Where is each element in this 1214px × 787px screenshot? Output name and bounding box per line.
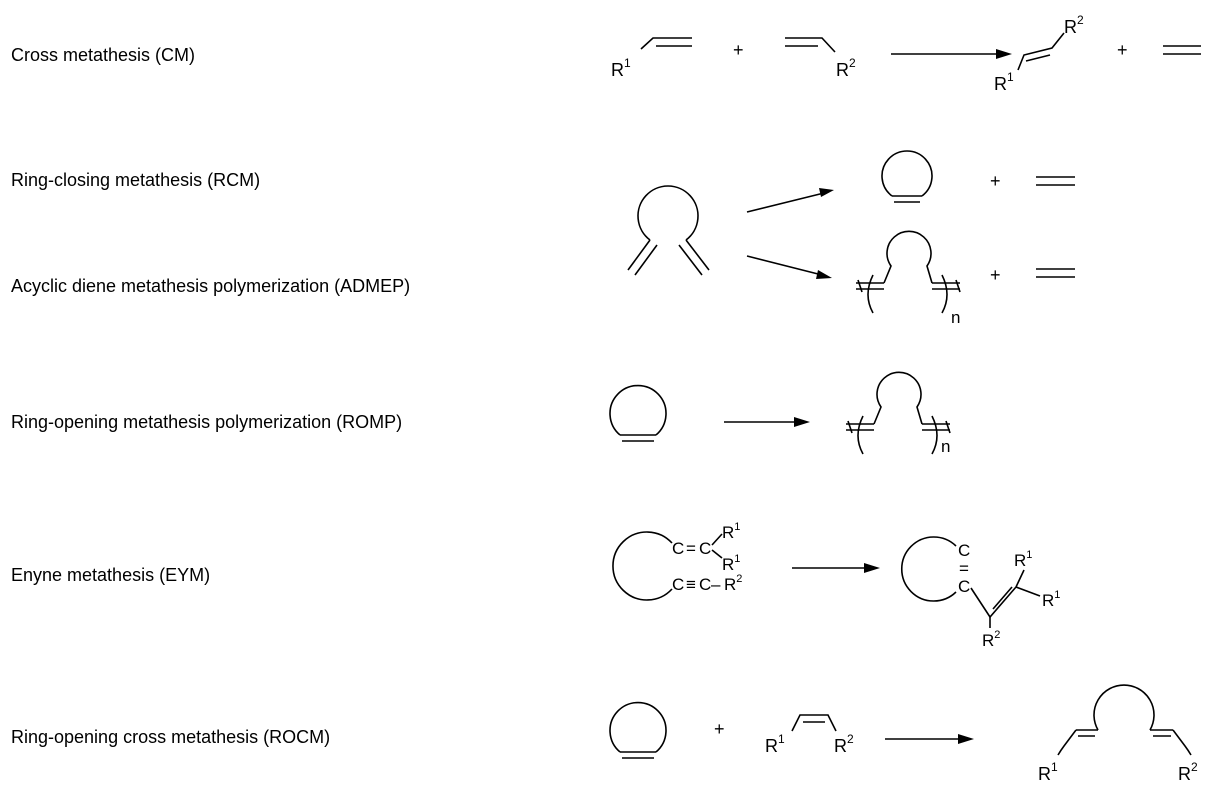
reaction-arrow-rcm [746, 188, 834, 213]
r-label: R1 [994, 70, 1014, 94]
enyne-substrate: C = C R1 R1 C ≡ C – R2 [612, 521, 742, 601]
repeat-unit [873, 371, 923, 425]
bond [1015, 569, 1025, 588]
wavy-bond [1057, 729, 1077, 756]
reaction-label-rocm: Ring-opening cross metathesis (ROCM) [11, 727, 331, 747]
bond [1025, 54, 1051, 62]
ring-carbon: C [958, 577, 970, 596]
r-label: R2 [1178, 760, 1198, 784]
paren-right [931, 415, 938, 455]
bond [711, 533, 723, 546]
vinyl-bond [685, 239, 710, 271]
diene-product: C = C R2 R1 R1 [900, 536, 1060, 650]
plus-sign: + [1117, 40, 1128, 60]
r-label: R2 [982, 629, 1000, 650]
reaction-arrow-admep [746, 255, 832, 279]
plus-sign: + [714, 719, 725, 739]
r-label: R2 [1064, 13, 1084, 37]
plus-sign: + [733, 40, 744, 60]
reaction-label-cm: Cross metathesis (CM) [11, 45, 196, 65]
r-label: R1 [765, 732, 785, 756]
cis-olefin: R1 R2 [765, 714, 854, 756]
vinyl-bond [678, 244, 703, 276]
plus-sign: + [990, 171, 1001, 191]
repeat-n: n [941, 437, 950, 456]
vinyl-bond [627, 239, 651, 271]
admep-polymer: n [856, 230, 961, 327]
r-label: R2 [724, 573, 742, 594]
alkyne-carbon: C [672, 575, 684, 594]
paren-left [867, 274, 874, 314]
ring-double-bond: = [959, 559, 969, 578]
end-mark [847, 420, 853, 434]
olefin-r2: R2 [785, 37, 856, 80]
cycloalkene-substrate [609, 701, 667, 759]
bond [1015, 586, 1041, 597]
diene-substrate [627, 185, 710, 276]
ethylene [1163, 45, 1201, 55]
reaction-label-eym: Enyne metathesis (EYM) [11, 565, 211, 585]
scheme-rcm-admep: + n + [627, 150, 1075, 327]
product-internal-olefin: R2 R1 [994, 13, 1084, 94]
ring-arc [900, 536, 957, 602]
repeat-n: n [951, 308, 960, 327]
alkene-carbon: C [672, 539, 684, 558]
cycloalkene-substrate [609, 384, 667, 442]
r-label: R1 [1038, 760, 1058, 784]
bond [640, 37, 692, 50]
ring-arc [609, 384, 667, 436]
romp-polymer: n [846, 371, 951, 456]
r-label: R2 [834, 732, 854, 756]
tether-arc [637, 185, 699, 241]
r-label: R1 [722, 521, 740, 542]
r-label: R1 [722, 553, 740, 574]
alkyne-carbon: C [699, 575, 711, 594]
repeat-unit [883, 230, 933, 284]
reaction-arrow [885, 734, 974, 744]
wavy-bond [1172, 729, 1192, 756]
olefin-r1: R1 [611, 37, 692, 80]
r-label: R1 [1042, 589, 1060, 610]
rocm-product: R1 R2 [1038, 684, 1198, 784]
cycloalkene-product [881, 150, 933, 203]
bond [1017, 32, 1065, 71]
ring-arc [1093, 684, 1155, 731]
scheme-cm: R1 + R2 R2 R1 + [611, 13, 1201, 94]
vinyl-bond [634, 244, 658, 276]
ethylene [1036, 176, 1075, 186]
double-bond: = [686, 539, 696, 558]
reaction-label-rcm: Ring-closing metathesis (RCM) [11, 170, 261, 190]
bond [711, 549, 723, 559]
ring-carbon: C [958, 541, 970, 560]
reaction-arrow [792, 563, 880, 573]
r-label: R2 [836, 56, 856, 80]
ring-arc [881, 150, 933, 197]
r-label: R1 [611, 56, 631, 80]
scheme-eym: C = C R1 R1 C ≡ C – R2 C = C R2 R [612, 521, 1060, 650]
reaction-arrow [891, 49, 1012, 59]
triple-bond: ≡ [686, 575, 696, 594]
scheme-romp: n [609, 371, 951, 456]
tether-arc [612, 531, 673, 601]
end-mark [955, 279, 961, 293]
single-bond: – [711, 575, 721, 594]
bond [785, 37, 836, 53]
reaction-label-romp: Ring-opening metathesis polymerization (… [11, 412, 403, 432]
ring-arc [609, 701, 667, 753]
paren-left [857, 415, 864, 455]
bond [992, 586, 1013, 610]
end-mark [857, 279, 863, 293]
reaction-label-admep: Acyclic diene metathesis polymerization … [11, 276, 411, 296]
reaction-arrow [724, 417, 810, 427]
alkene-carbon: C [699, 539, 711, 558]
bond [970, 586, 1017, 619]
end-mark [945, 420, 951, 434]
paren-right [941, 274, 948, 314]
scheme-rocm: + R1 R2 R1 R2 [609, 684, 1198, 784]
r-label: R1 [1014, 549, 1032, 570]
bond [791, 714, 837, 732]
plus-sign: + [990, 265, 1001, 285]
ethylene [1036, 268, 1075, 278]
